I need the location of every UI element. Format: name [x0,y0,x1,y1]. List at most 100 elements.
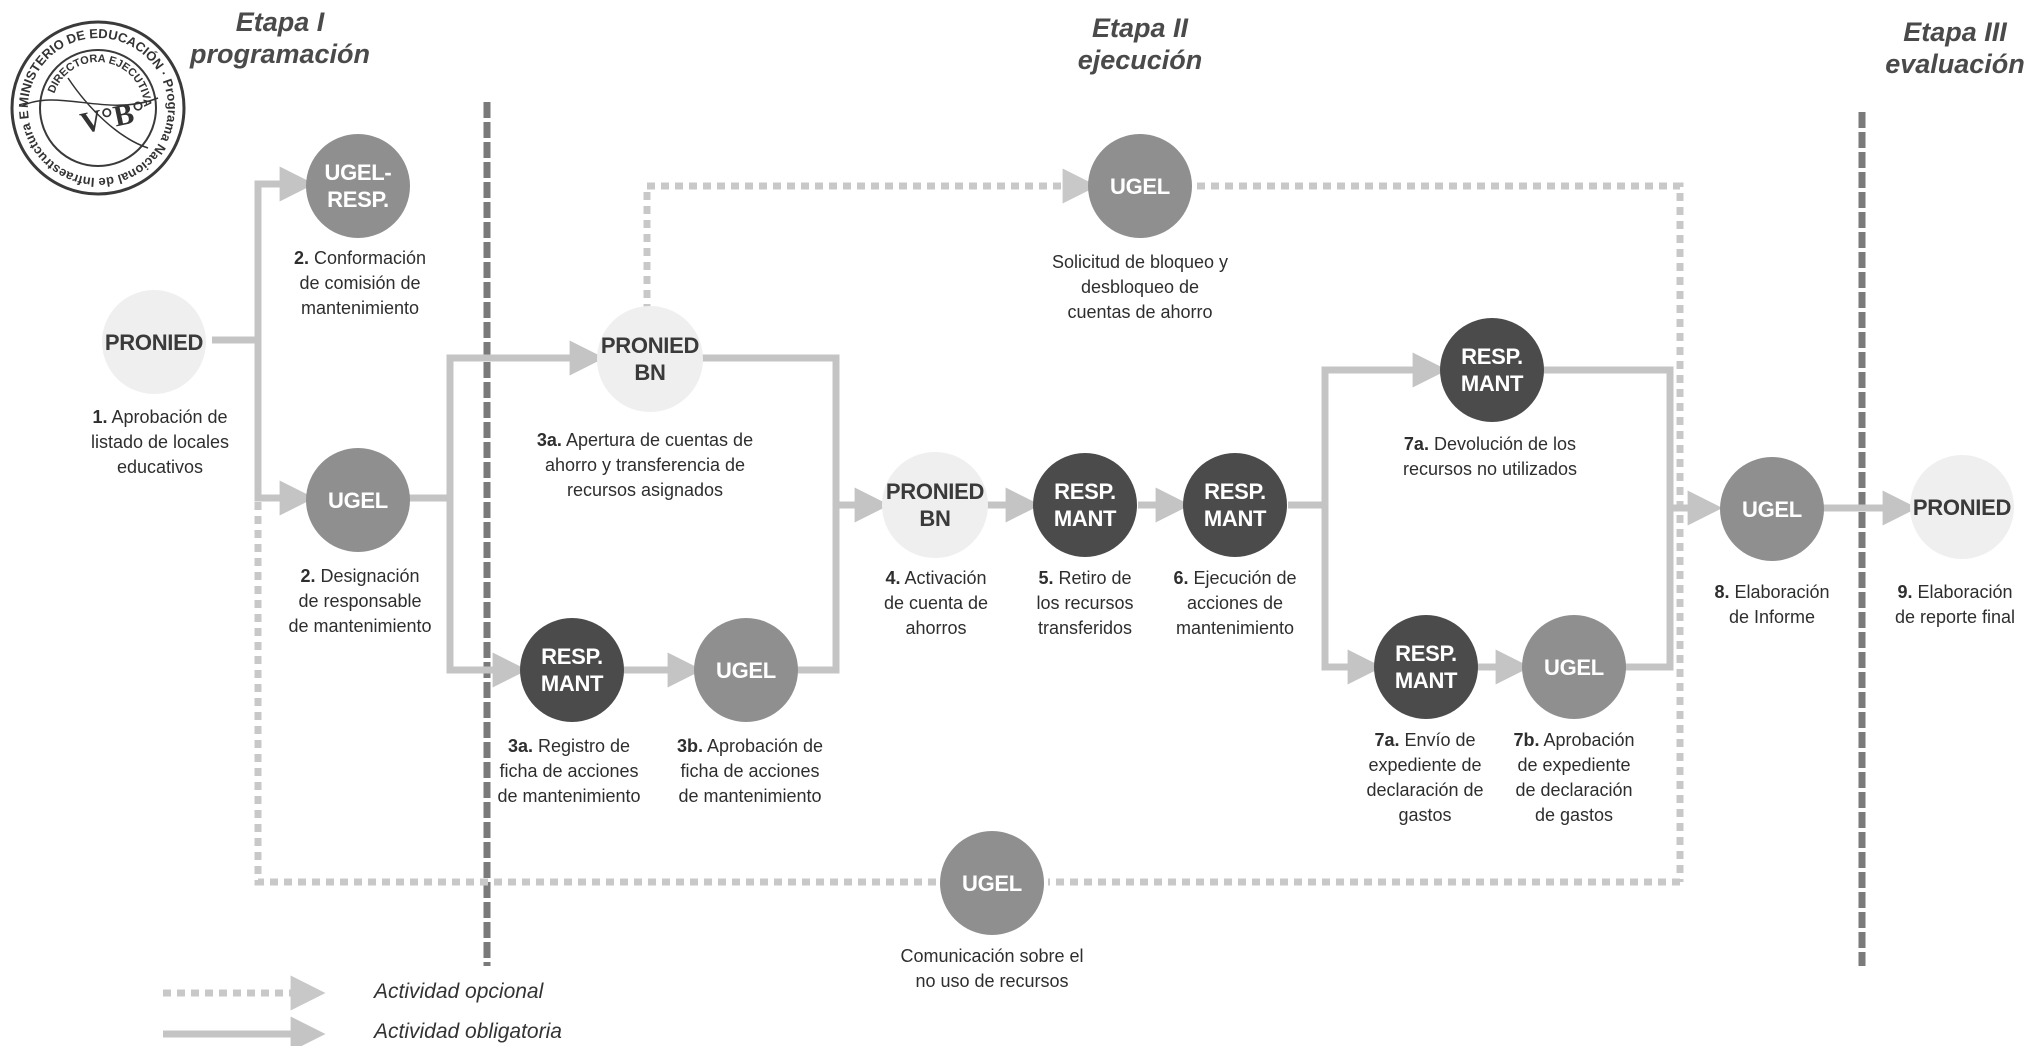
route-to-3a-bottom [446,498,528,688]
caption-line: Conformación [313,248,427,268]
caption-line: de comisión de [299,273,421,293]
node-label: RESP. [327,187,389,212]
caption-step-1: 1. Aprobación de listado de locales educ… [60,405,260,480]
legend-optional-label: Actividad opcional [374,980,544,1003]
caption-line: mantenimiento [1175,618,1295,638]
node-label: PRONIED [1912,494,2012,520]
node-label: UGEL [328,487,388,513]
node-label: UGEL- [324,160,392,185]
step-number: 7a. [1403,434,1429,454]
caption-line: los recursos [1036,593,1134,613]
route-to-7a-bottom [1321,505,1383,685]
node-label: MANT [1203,506,1267,531]
node-pronied-bn-4: PRONIED BN [882,452,988,558]
route-to-3a-top [446,340,605,498]
caption-step-7a-top: 7a. Devolución de los recursos no utiliz… [1390,432,1590,482]
node-label: MANT [1394,668,1458,693]
node-label: RESP. [1395,641,1457,666]
route-to-2a [254,166,315,340]
node-ugel-no-uso: UGEL [940,831,1044,935]
caption-line: de mantenimiento [497,786,641,806]
caption-line: Devolución de los [1433,434,1577,454]
caption-line: Ejecución de [1193,568,1297,588]
step-number: 7a. [1374,730,1400,750]
caption-line: recursos no utilizados [1402,459,1578,479]
caption-step-7a-bottom: 7a. Envío de expediente de declaración d… [1355,728,1495,828]
caption-line: Aprobación de [111,407,228,427]
caption-line: mantenimiento [300,298,420,318]
node-resp-mant-3a: RESP. MANT [520,618,624,722]
step-number: 3b. [676,736,703,756]
stage-2-subtitle: ejecución [1077,45,1203,75]
caption-step-3b: 3b. Aprobación de ficha de acciones de m… [660,734,840,809]
route-to-2b [254,340,315,516]
caption-step-3a-top: 3a. Apertura de cuentas de ahorro y tran… [510,428,780,503]
caption-line: de expediente [1517,755,1631,775]
caption-line: educativos [116,457,204,477]
node-label: UGEL [962,870,1022,896]
caption-step-3a-bottom: 3a. Registro de ficha de acciones de man… [478,734,660,809]
node-ugel-designation: UGEL [306,448,410,552]
node-pronied-bn-3a: PRONIED BN [597,306,703,412]
caption-line: de Informe [1728,607,1816,627]
node-label: UGEL [716,657,776,683]
node-label: UGEL [1544,654,1604,680]
caption-line: desbloqueo de [1080,277,1200,297]
caption-step-2a: 2. Conformación de comisión de mantenimi… [270,246,450,321]
node-label: MANT [540,671,604,696]
route-7a-top-to-join [1535,366,1674,508]
step-number: 3a. [507,736,533,756]
node-pronied-start: PRONIED [102,290,206,394]
caption-line: no uso de recursos [915,971,1069,991]
caption-step-6: 6. Ejecución de acciones de mantenimient… [1160,566,1310,641]
caption-line: Elaboración [1734,582,1830,602]
caption-line: Apertura de cuentas de [565,430,754,450]
node-ugel-3b: UGEL [694,618,798,722]
step-number: 2. [300,566,316,586]
node-label: MANT [1460,371,1524,396]
node-resp-mant-5: RESP. MANT [1033,453,1137,557]
node-label: PRONIED [885,479,985,504]
optional-route-return [254,498,950,886]
caption-line: Envío de [1404,730,1476,750]
caption-line: Solicitud de bloqueo y [1051,252,1229,272]
caption-line: Activación [904,568,987,588]
node-label: BN [919,506,951,531]
node-pronied-9: PRONIED [1910,455,2014,559]
caption-bloqueo: Solicitud de bloqueo y desbloqueo de cue… [1030,250,1250,325]
caption-line: de mantenimiento [288,616,432,636]
legend-mandatory-label: Actividad obligatoria [374,1020,562,1043]
caption-line: declaración de [1366,780,1484,800]
node-resp-mant-7a-bottom: RESP. MANT [1374,615,1478,719]
node-ugel-7b: UGEL [1522,615,1626,719]
route-3b-to-join [790,505,840,674]
step-number: 2. [293,248,309,268]
caption-line: de responsable [298,591,422,611]
node-label: RESP. [541,644,603,669]
step-number: 4. [885,568,901,588]
step-number: 7b. [1513,730,1540,750]
caption-line: Registro de [537,736,631,756]
stage-1-heading: Etapa I programación [180,6,380,70]
caption-line: de gastos [1534,805,1614,825]
caption-line: gastos [1398,805,1452,825]
route-to-7a-top [1321,352,1448,505]
caption-step-9: 9. Elaboración de reporte final [1880,580,2030,630]
caption-line: acciones de [1186,593,1284,613]
caption-line: transferidos [1037,618,1133,638]
route-7b-to-join [1618,508,1674,671]
node-resp-mant-7a-top: RESP. MANT [1440,318,1544,422]
caption-line: Comunicación sobre el [900,946,1084,966]
stage-3-subtitle: evaluación [1885,49,2025,79]
caption-step-2b: 2. Designación de responsable de manteni… [272,564,448,639]
mandatory-routes [212,166,1918,688]
node-ugel-bloqueo: UGEL [1088,134,1192,238]
node-label: BN [634,360,666,385]
caption-line: de cuenta de [883,593,989,613]
stage-1-subtitle: programación [189,39,371,69]
optional-route-bloqueo-right [1183,182,1684,882]
caption-step-7b: 7b. Aprobación de expediente de declarac… [1500,728,1648,828]
stage-2-title: Etapa II [1091,13,1189,43]
node-label: PRONIED [104,329,204,355]
